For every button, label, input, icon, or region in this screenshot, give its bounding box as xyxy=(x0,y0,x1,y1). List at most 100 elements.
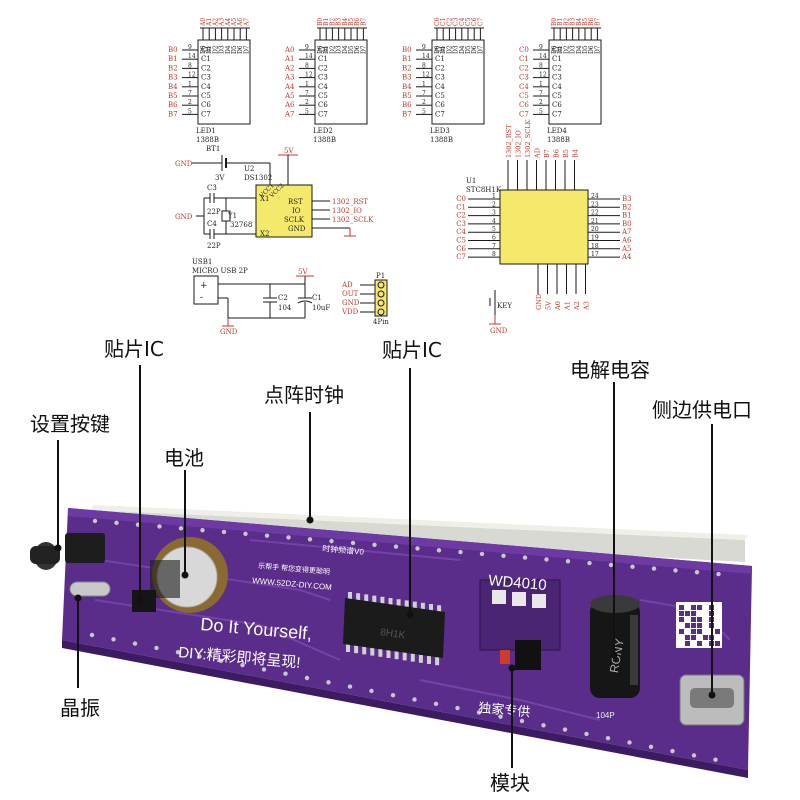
led-left-pin-label: B2 xyxy=(402,64,412,72)
led-left-pin-label: B0 xyxy=(168,46,178,54)
led-top-pin-label: C2 xyxy=(446,17,453,26)
svg-text:+: + xyxy=(200,281,208,291)
led-top-pin-label: B7 xyxy=(594,18,601,26)
led-left-pin-number: 7 xyxy=(422,90,426,97)
led-inner-top-label: D1 xyxy=(557,45,564,54)
led-left-pin-number: 1 xyxy=(188,81,192,88)
led-left-pin-number: 1 xyxy=(305,81,309,88)
led-matrix-body xyxy=(431,39,485,125)
mcu-left-pin-number: 8 xyxy=(492,251,496,258)
p1-pin-vdd: VDD xyxy=(341,308,359,316)
svg-text:8H1K: 8H1K xyxy=(380,627,407,641)
led-inner-top-label: D5 xyxy=(582,45,589,54)
mcu-left-pin-number: 7 xyxy=(492,243,496,250)
led-matrix-model: 1388B xyxy=(313,136,336,144)
led-inner-top-label: D7 xyxy=(243,45,250,54)
callout-battery: 电池 xyxy=(164,446,204,470)
mcu-right-pin-number: 18 xyxy=(591,243,599,250)
led-top-pin-label: C0 xyxy=(434,17,441,26)
led-inner-top-label: D2 xyxy=(212,45,219,54)
led-left-pin-number: 8 xyxy=(539,62,543,69)
rtc-io-pin: IO xyxy=(292,207,301,215)
mcu-left-pin-number: 6 xyxy=(492,235,496,242)
led-left-pin-label: B7 xyxy=(402,110,412,118)
led-top-pin-label: C1 xyxy=(440,18,447,26)
led-inner-left-label: C0 xyxy=(201,46,211,54)
led-inner-left-label: C7 xyxy=(435,110,445,118)
rtc-x2-pin: X2 xyxy=(260,230,269,238)
led-top-pin-label: A1 xyxy=(206,18,213,27)
mcu-left-pin-number: 3 xyxy=(492,210,496,217)
led-left-pin-number: 14 xyxy=(188,53,196,60)
led-left-pin-number: 7 xyxy=(305,90,309,97)
led-top-pin-label: B6 xyxy=(354,18,361,26)
mcu-right-pin-number: 22 xyxy=(591,210,599,217)
led-top-pin-label: B1 xyxy=(323,18,330,26)
cap-c1-value: 10uF xyxy=(312,304,330,312)
p1-label: 4Pin xyxy=(373,318,389,326)
led-top-pin-label: B3 xyxy=(570,18,577,26)
led-left-pin-number: 8 xyxy=(305,62,309,69)
cap-c4-value: 22P xyxy=(207,242,221,250)
led-left-pin-label: B0 xyxy=(402,46,412,54)
led-inner-left-label: C7 xyxy=(318,110,328,118)
pcb-exclusive: 独家专供 xyxy=(478,700,531,719)
led-left-pin-label: B6 xyxy=(402,101,412,109)
led-matrix-ref: LED1 xyxy=(196,127,216,135)
led-left-pin-number: 9 xyxy=(305,44,309,51)
led-top-pin-label: C3 xyxy=(453,17,460,26)
led-inner-top-label: D1 xyxy=(323,45,330,54)
mcu-bottom-net: 5V xyxy=(545,301,553,310)
usb-vcc: 5V xyxy=(298,268,308,276)
mcu-left-net: C3 xyxy=(456,220,466,228)
led-inner-top-label: D4 xyxy=(459,45,466,54)
led-inner-top-label: D3 xyxy=(219,45,226,54)
led-left-pin-label: C7 xyxy=(519,110,529,118)
mcu-left-pin-number: 2 xyxy=(492,201,496,208)
mcu-right-net: B1 xyxy=(622,212,632,220)
p1-pin-out: OUT xyxy=(342,290,359,298)
led-inner-top-label: D2 xyxy=(563,45,570,54)
led-inner-left-label: C4 xyxy=(435,83,445,91)
led-inner-left-label: C2 xyxy=(552,64,562,72)
cap-silkscreen: 104P xyxy=(596,711,615,720)
callout-dot-matrix-clock: 点阵时钟 xyxy=(264,383,344,407)
led-top-pin-label: C5 xyxy=(465,17,472,26)
led-left-pin-number: 5 xyxy=(188,108,192,115)
led-inner-left-label: C2 xyxy=(318,64,328,72)
led-inner-top-label: D5 xyxy=(465,45,472,54)
led-inner-left-label: C3 xyxy=(318,74,328,82)
led-inner-left-label: C4 xyxy=(201,83,211,91)
callout-side-power: 侧边供电口 xyxy=(652,398,752,422)
led-left-pin-number: 9 xyxy=(422,44,426,51)
led-top-pin-label: A7 xyxy=(243,18,250,27)
net-1302-rst: 1302_RST xyxy=(332,198,368,206)
rtc-vcc: 5V xyxy=(284,147,294,155)
led-matrix-model: 1388B xyxy=(430,136,453,144)
led-top-pin-label: A6 xyxy=(237,18,244,27)
led-inner-left-label: C6 xyxy=(201,101,211,109)
mcu-right-net: A5 xyxy=(621,245,632,253)
led-inner-left-label: C5 xyxy=(201,92,211,100)
led-left-pin-number: 2 xyxy=(422,99,426,106)
led-top-pin-label: B4 xyxy=(576,18,583,26)
rtc-schematic: BT1 3V GND U2 DS1302 5V VCC1 VCC2 X1 X2 … xyxy=(175,145,374,250)
mcu-right-net: B2 xyxy=(622,203,632,211)
led-left-pin-label: C1 xyxy=(519,55,529,63)
led-left-pin-label: A5 xyxy=(284,92,295,100)
led-inner-top-label: D0 xyxy=(551,45,558,54)
led-inner-top-label: D7 xyxy=(594,45,601,54)
crystal-component xyxy=(69,581,111,597)
mcu-left-net: C5 xyxy=(456,237,466,245)
usb-power-schematic: USB1 MICRO USB 2P + - GND C2 104 C1 10uF… xyxy=(192,258,330,336)
led-inner-left-label: C7 xyxy=(552,110,562,118)
led-left-pin-number: 7 xyxy=(539,90,543,97)
callout-smd-ic-2: 贴片IC xyxy=(382,338,442,362)
mcu-right-net: B0 xyxy=(622,220,632,228)
led-inner-top-label: D6 xyxy=(354,45,361,54)
callout-set-key: 设置按键 xyxy=(30,412,110,436)
cap-c4-ref: C4 xyxy=(207,220,217,228)
mcu-bottom-net: A3 xyxy=(583,301,591,311)
